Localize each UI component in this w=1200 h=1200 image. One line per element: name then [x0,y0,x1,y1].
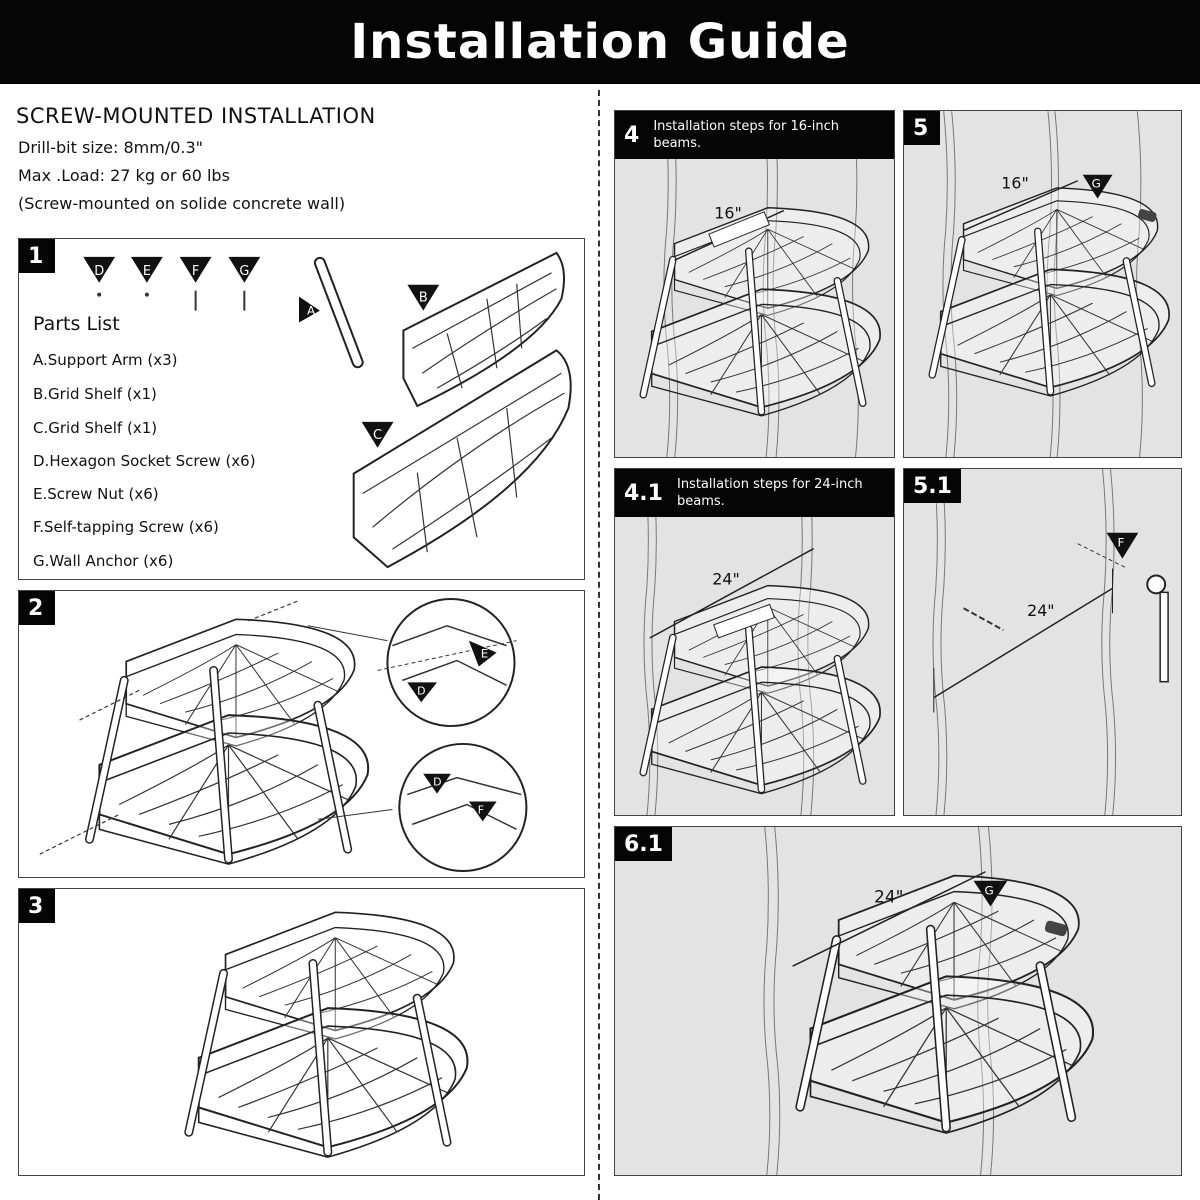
svg-text:F: F [1117,536,1124,550]
svg-text:D: D [94,264,104,279]
step-5-panel: 5 16" G [903,110,1182,458]
svg-text:F: F [478,803,484,816]
parts-list-item: G.Wall Anchor (x6) [33,552,174,570]
step-6-1-illustration: 24" G [763,827,1181,1175]
step-number: 3 [19,889,55,923]
shelf-assembly-drawing [89,619,368,864]
screw-f-marker: F [1106,532,1139,559]
intro-title: SCREW-MOUNTED INSTALLATION [16,104,376,128]
wall-note-text: (Screw-mounted on solide concrete wall) [18,194,346,213]
parts-list-item: A.Support Arm (x3) [33,351,178,369]
svg-text:A: A [307,304,316,318]
wall-anchor-part [1044,920,1068,937]
max-load-text: Max .Load: 27 kg or 60 lbs [18,166,230,185]
detail-circle-bottom [398,742,528,873]
screw-f-marker: F [468,801,497,822]
assembly-illustration: E D D F [39,597,528,873]
anchor-g-marker: G [1082,174,1113,199]
svg-text:C: C [373,428,382,443]
step-5-1-panel: 5.1 24" F [903,468,1182,816]
screw-d-marker-top: D [407,682,438,703]
nut-e-icon: E [131,256,163,297]
measurement-label: 24" [874,887,903,907]
step-2-panel: 2 E D D F [18,590,585,878]
assembled-shelf-drawing [189,912,468,1157]
parts-list-title: Parts List [33,313,120,335]
step-4-1-illustration: 24" [615,469,894,815]
wall-anchor-part [1137,209,1157,222]
svg-text:E: E [143,264,151,279]
svg-text:D: D [417,684,425,697]
parts-list-item: E.Screw Nut (x6) [33,485,159,503]
svg-text:G: G [1092,177,1101,191]
measurement-label: 24" [1027,601,1055,620]
grid-shelf-c-icon: C [352,349,572,569]
hex-key-icon [1146,574,1169,683]
step-1-panel: 1 D E F G A [18,238,585,580]
screw-d-icon: D [83,256,116,297]
measurement-label: 16" [714,203,742,222]
anchor-g-marker: G [973,880,1008,907]
step-number: 1 [19,239,55,273]
step-number: 2 [19,591,55,625]
step-number: 4 [624,122,640,148]
beam-bracket [708,211,770,248]
parts-illustration: D E F G A B [83,251,572,569]
parts-list-item: F.Self-tapping Screw (x6) [33,518,219,536]
parts-list-item: B.Grid Shelf (x1) [33,385,157,403]
step-number: 5 [904,111,940,145]
column-divider [598,90,600,1200]
parts-list-item: D.Hexagon Socket Screw (x6) [33,452,256,470]
screw-d-marker-bottom: D [423,773,451,794]
intro-block: SCREW-MOUNTED INSTALLATION Drill-bit siz… [16,104,576,218]
svg-text:F: F [192,264,199,279]
drill-bit-text: Drill-bit size: 8mm/0.3" [18,138,204,157]
step-4-illustration: 16" [615,111,894,457]
measurement-label: 16" [1001,174,1029,193]
screw-f-icon: F [179,256,212,311]
step-5-1-illustration: 24" F [932,469,1169,815]
step-5-illustration: 16" G [904,111,1181,457]
support-arm-a-icon: A [299,256,364,369]
anchor-g-icon: G [228,256,261,311]
step-3-panel: 3 [18,888,585,1176]
svg-text:D: D [433,776,441,789]
header-bar: Installation Guide [0,0,1200,84]
step-number: 5.1 [904,469,961,503]
svg-text:E: E [481,647,489,661]
step-6-1-panel: 6.1 24" G [614,826,1182,1176]
parts-list-item: C.Grid Shelf (x1) [33,419,158,437]
step-number: 4.1 [624,480,663,506]
grid-shelf-b-icon: B [402,251,566,408]
measurement-label: 24" [712,569,740,588]
step-number: 6.1 [615,827,672,861]
nut-e-marker: E [468,640,497,667]
beam-bracket [713,603,776,639]
assembled-shelf-illustration [19,889,584,1175]
svg-text:G: G [985,884,994,898]
page-title: Installation Guide [350,14,850,70]
svg-text:G: G [239,264,249,279]
svg-text:B: B [419,291,428,306]
